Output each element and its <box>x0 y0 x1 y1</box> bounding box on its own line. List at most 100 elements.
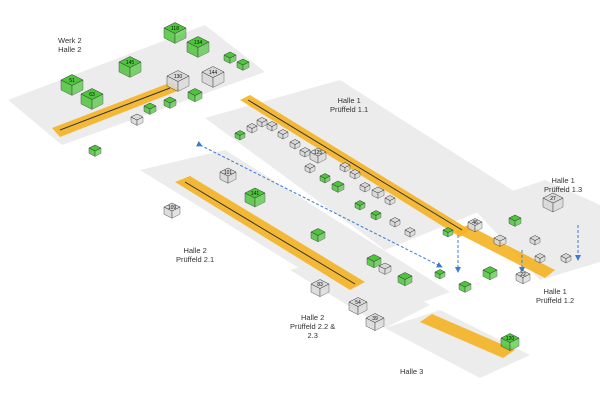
machine-block <box>319 173 331 184</box>
machine-top <box>80 88 104 100</box>
machine-top <box>310 279 330 289</box>
machine-label: 54 <box>355 300 361 306</box>
machine-block <box>404 227 416 238</box>
machine-top <box>467 218 483 226</box>
machine-label: 109 <box>168 205 177 211</box>
crane-track-halle3 <box>420 314 515 358</box>
machine-label: 118 <box>171 26 179 32</box>
area-label-line: Halle 1 <box>543 287 567 296</box>
machine-top <box>458 280 472 288</box>
machine-top <box>560 253 572 259</box>
machine-block <box>277 129 289 140</box>
machine-block <box>130 113 144 126</box>
machine-block <box>289 139 301 150</box>
area-label-line: Prüffeld 1.1 <box>330 105 369 114</box>
area-label-line: 2.3 <box>307 331 318 340</box>
crane-track-halle1-lower <box>455 225 555 278</box>
machine-top <box>143 102 157 110</box>
machine-top <box>256 117 268 123</box>
machine-46: 46 <box>467 218 483 233</box>
machine-top <box>397 272 413 280</box>
machine-label: 141 <box>251 191 260 197</box>
machine-top <box>534 253 546 259</box>
machine-63: 63 <box>80 88 104 110</box>
area-label-line: Halle 2 <box>183 246 207 255</box>
machine-label: 83 <box>317 282 323 288</box>
area-label-line: Halle 3 <box>400 367 424 376</box>
machine-block <box>384 195 396 206</box>
machine-label: 51 <box>69 78 75 84</box>
machine-101: 101 <box>219 167 237 184</box>
machines: 1181341455163130144101141109125462722835… <box>60 22 572 352</box>
machine-top <box>349 169 361 175</box>
machine-top <box>163 22 187 34</box>
machine-block <box>378 262 392 275</box>
machine-block <box>493 234 507 247</box>
machine-27: 27 <box>542 192 564 213</box>
machine-top <box>434 269 446 275</box>
machine-block <box>223 51 237 64</box>
machine-top <box>348 297 368 307</box>
machine-block <box>534 253 546 264</box>
machine-top <box>359 182 371 188</box>
machine-block <box>349 169 361 180</box>
machine-top <box>88 144 102 152</box>
floor-halle3 <box>385 310 530 378</box>
machine-top <box>163 202 181 212</box>
transfer-rails <box>195 140 581 273</box>
machine-block <box>246 123 258 134</box>
machine-block <box>310 228 326 243</box>
machine-top <box>163 96 177 104</box>
machine-top <box>60 74 84 86</box>
machine-label: 130 <box>174 74 183 80</box>
machine-39: 39 <box>365 313 385 332</box>
machine-top <box>219 167 237 177</box>
machine-145: 145 <box>118 56 142 78</box>
machine-block <box>163 96 177 109</box>
area-label-halle1-pf11: Halle 1 Prüffeld 1.1 <box>330 96 368 114</box>
area-label-line: Prüffeld 1.3 <box>544 185 583 194</box>
area-label-line: Prüffeld 2.1 <box>176 255 215 264</box>
machine-block <box>529 235 541 246</box>
machine-block <box>234 130 246 141</box>
machine-118: 118 <box>163 22 187 44</box>
machine-top <box>310 228 326 236</box>
machine-top <box>299 147 311 153</box>
machine-label: 134 <box>194 40 203 46</box>
machine-top <box>266 121 278 127</box>
machine-label: 120 <box>506 336 515 342</box>
machine-top <box>289 139 301 145</box>
machine-label: 27 <box>550 196 556 202</box>
machine-block <box>88 144 102 157</box>
machine-top <box>365 313 385 323</box>
area-label-halle1-pf12: Halle 1 Prüffeld 1.2 <box>536 287 574 305</box>
machine-109: 109 <box>163 202 181 219</box>
machine-label: 144 <box>209 70 218 76</box>
machine-block <box>560 253 572 264</box>
area-label-werk2-halle2: Werk 2 Halle 2 <box>58 36 82 54</box>
machine-top <box>339 162 351 168</box>
area-label-line: Halle 2 <box>58 45 82 54</box>
machine-top <box>186 36 210 48</box>
area-label-line: Prüffeld 2.2 & <box>290 322 336 331</box>
machine-top <box>542 192 564 204</box>
machine-141: 141 <box>244 187 266 208</box>
machine-120: 120 <box>500 333 520 352</box>
machine-label: 101 <box>224 170 233 176</box>
crane-track-werk2 <box>52 82 180 137</box>
machine-top <box>529 235 541 241</box>
area-label-halle2-pf21: Halle 2 Prüffeld 2.1 <box>176 246 214 264</box>
machine-block <box>187 88 203 103</box>
machine-block <box>266 121 278 132</box>
machine-block <box>366 254 382 269</box>
machine-block <box>339 162 351 173</box>
area-label-line: Halle 1 <box>551 176 575 185</box>
machine-block <box>304 163 316 174</box>
machine-block <box>256 117 268 128</box>
machine-top <box>378 262 392 270</box>
area-label-halle3: Halle 3 <box>400 367 423 376</box>
machine-top <box>304 163 316 169</box>
machine-top <box>366 254 382 262</box>
machine-label: 46 <box>472 220 478 226</box>
machine-top <box>223 51 237 59</box>
